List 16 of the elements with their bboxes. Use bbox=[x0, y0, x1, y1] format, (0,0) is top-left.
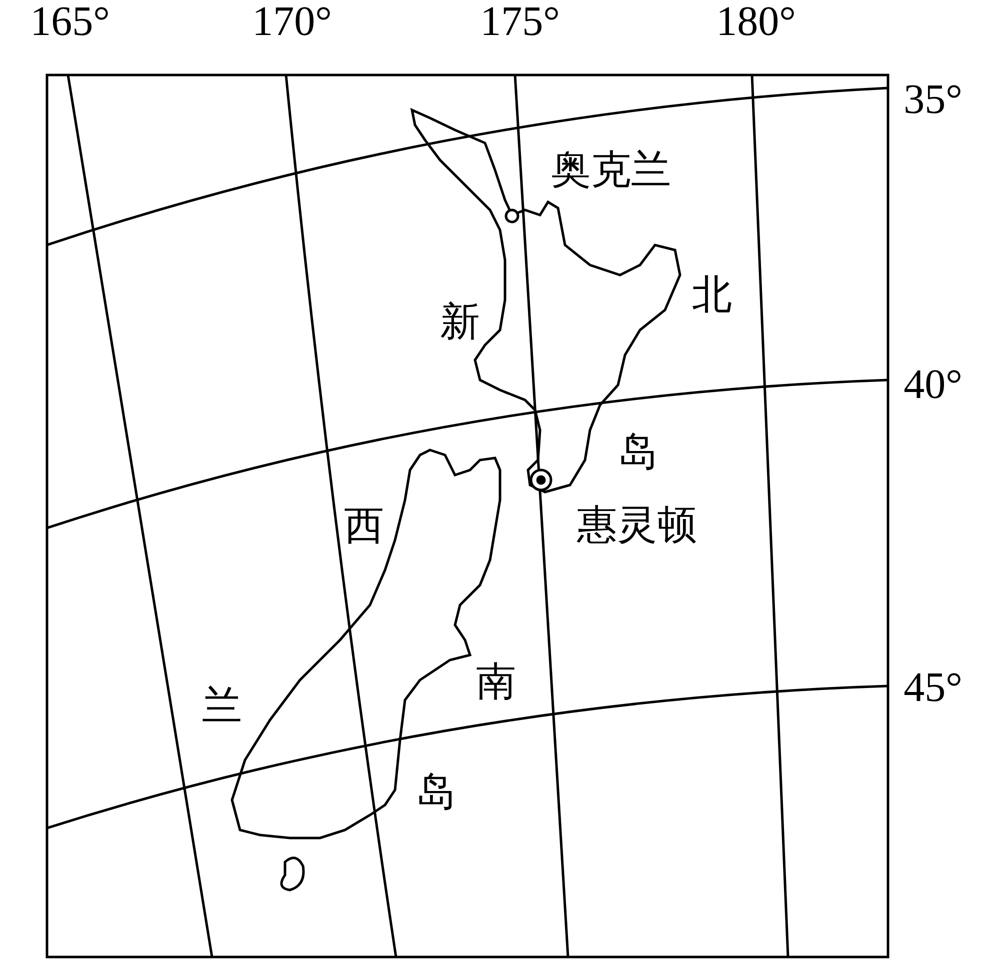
place-label: 北 bbox=[692, 275, 732, 315]
coordinate-label: 180° bbox=[716, 1, 796, 43]
coordinate-label: 35° bbox=[904, 79, 962, 121]
coordinate-label: 175° bbox=[480, 1, 560, 43]
coordinate-label: 170° bbox=[252, 1, 332, 43]
place-label: 南 bbox=[476, 662, 516, 702]
place-label: 新 bbox=[440, 302, 480, 342]
coordinate-label: 165° bbox=[30, 1, 110, 43]
place-label: 奥克兰 bbox=[551, 150, 671, 190]
place-label: 惠灵顿 bbox=[577, 505, 697, 545]
place-label: 岛 bbox=[618, 432, 658, 472]
place-label: 岛 bbox=[416, 772, 456, 812]
coordinate-label: 45° bbox=[904, 667, 962, 709]
coordinate-label: 40° bbox=[904, 364, 962, 406]
place-label: 兰 bbox=[202, 686, 242, 726]
place-label: 西 bbox=[344, 506, 384, 546]
